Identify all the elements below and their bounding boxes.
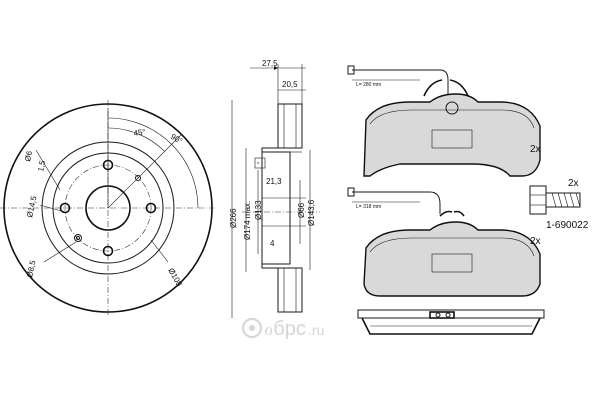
label-hole-6: Ø6 — [23, 150, 34, 163]
label-174: Ø174 max. — [243, 201, 252, 240]
watermark: ℴбрс .ru — [241, 317, 324, 340]
sensor-top-length: L= 280 mm — [356, 82, 381, 88]
bolt-thread — [551, 192, 581, 208]
locating-hole-outer — [74, 234, 82, 242]
leader-8-5 — [43, 241, 77, 263]
bolt-hole-bottom — [102, 245, 114, 257]
brake-pad-bottom — [363, 221, 541, 297]
disc-section-view: 27,5 20,5 ^ Ø266 Ø174 max. Ø133 Ø66 Ø14 — [229, 59, 320, 318]
hat-body — [261, 151, 291, 265]
locating-hole-inner — [75, 235, 81, 241]
label-4: 4 — [270, 239, 275, 248]
svg-text:^: ^ — [257, 162, 260, 168]
leader-14-5 — [39, 204, 66, 213]
sensor-bottom-length: L= 318 mm — [356, 204, 381, 210]
friction-ring-bottom — [277, 267, 303, 313]
label-1-5: 1,5 — [36, 159, 47, 172]
label-133: Ø133 — [254, 200, 263, 220]
label-266: Ø266 — [229, 208, 238, 228]
label-20-5: 20,5 — [282, 80, 298, 89]
arc-90 — [107, 117, 199, 209]
angle-line-45 — [107, 133, 183, 209]
caliper-bolt: 2x 1-690022 — [529, 178, 589, 231]
watermark-brand: ℴбрс — [264, 318, 306, 340]
brake-pads-view: L= 280 mm 2x L= 318 mm 2x — [347, 65, 545, 335]
pad-bottom-marking — [431, 253, 473, 273]
label-14-5: Ø14,5 — [25, 195, 38, 219]
leader-108 — [150, 239, 169, 263]
bolt-hole-left — [59, 202, 71, 214]
arc-45 — [107, 127, 165, 152]
hat-wall — [261, 147, 278, 269]
bolt-hole-right — [145, 202, 157, 214]
wear-sensor-bottom: L= 318 mm — [347, 187, 441, 214]
brake-pad-side-profile — [357, 309, 545, 335]
friction-ring-top — [277, 103, 303, 149]
label-66: Ø66 — [297, 202, 306, 218]
bolt-part-number: 1-690022 — [546, 220, 589, 231]
qty-pads-bottom: 2x — [530, 236, 541, 247]
bolt-hole-top — [102, 159, 114, 171]
bolt-head — [529, 185, 547, 215]
bolt-shank — [545, 192, 581, 208]
leader-6 — [35, 149, 61, 191]
brake-pad-top — [363, 93, 541, 177]
watermark-domain: .ru — [308, 322, 324, 338]
label-8-5: Ø8,5 — [25, 259, 38, 278]
label-21-3: 21,3 — [266, 177, 282, 186]
watermark-logo-icon — [241, 317, 263, 339]
disc-front-view: 45° 90° Ø6 1,5 Ø14,5 Ø8,5 Ø108 — [0, 100, 214, 316]
qty-bolt: 2x — [568, 178, 579, 189]
qty-pads-top: 2x — [530, 144, 541, 155]
label-angle-45: 45° — [133, 127, 146, 138]
label-143-6: Ø143,6 — [307, 199, 316, 226]
label-108: Ø108 — [166, 267, 184, 289]
wear-sensor-top: L= 280 mm — [347, 65, 449, 96]
pad-top-marking — [431, 129, 473, 149]
locating-hole-2 — [135, 175, 141, 181]
label-27-5: 27,5 — [262, 59, 278, 68]
